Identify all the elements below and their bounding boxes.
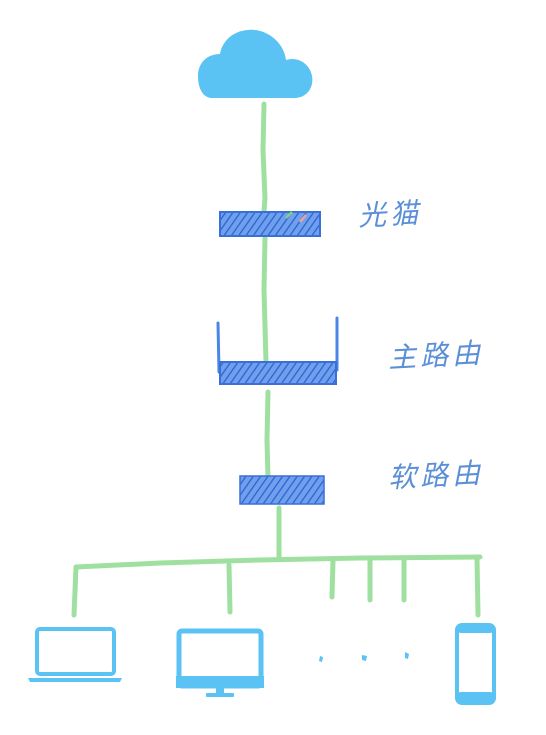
status-light-red [299, 214, 307, 223]
link-cloud-to-optical-modem [260, 101, 268, 215]
desktop-monitor-icon [176, 628, 264, 697]
link-drop-phone [474, 554, 481, 618]
status-light-green [285, 211, 293, 219]
label-main-router: 主路由 [387, 336, 485, 375]
cloud-icon [198, 29, 313, 98]
soft-router-device [239, 475, 325, 505]
antenna-left [216, 321, 221, 374]
link-drop-desktop [226, 562, 233, 615]
link-optical-modem-to-main-router [261, 235, 269, 365]
smartphone-icon [455, 623, 496, 705]
link-drop-device-3 [329, 557, 336, 600]
network-links [71, 101, 483, 618]
optical-modem-device [219, 211, 321, 237]
ellipsis-dots [319, 652, 409, 662]
label-optical-modem: 光猫 [357, 196, 423, 233]
link-main-router-to-soft-router [264, 389, 271, 481]
link-bus [73, 554, 483, 570]
laptop-icon [28, 627, 122, 682]
main-router-device [216, 316, 339, 385]
label-soft-router: 软路由 [387, 456, 485, 495]
link-drop-laptop [71, 564, 79, 618]
